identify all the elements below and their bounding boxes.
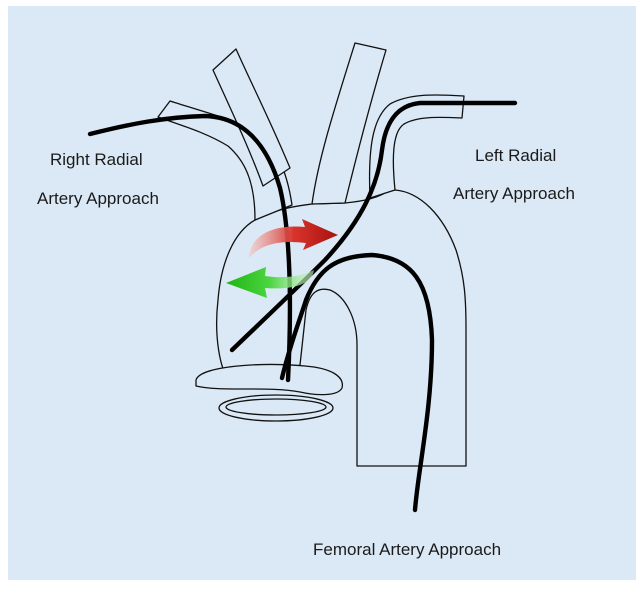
femoral-label: Femoral Artery Approach: [313, 540, 501, 560]
background-panel: [8, 6, 636, 580]
left-radial-label-line2: Artery Approach: [453, 184, 575, 204]
right-radial-label-line1: Right Radial: [50, 150, 143, 170]
left-radial-label-line1: Left Radial: [475, 146, 556, 166]
right-radial-label-line2: Artery Approach: [37, 189, 159, 209]
